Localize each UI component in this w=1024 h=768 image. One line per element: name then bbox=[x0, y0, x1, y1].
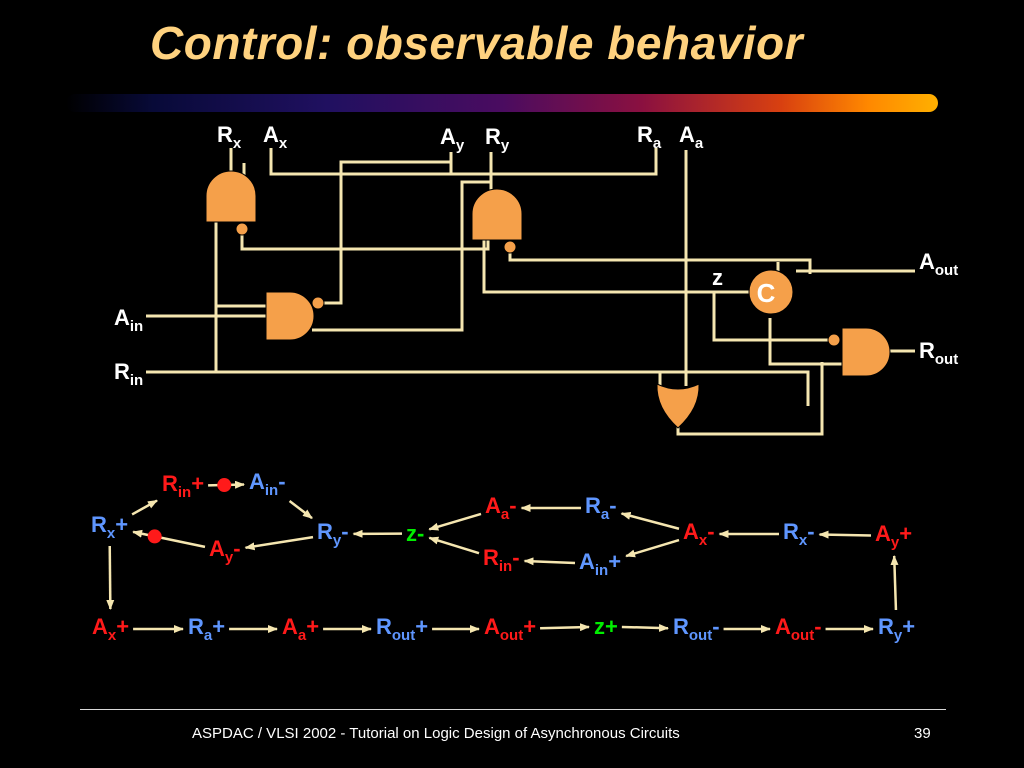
stg-arc-ay-minus-to-rx-plus bbox=[132, 529, 206, 549]
stg-arc-rx-plus-to-ax-plus bbox=[106, 545, 115, 610]
stg-token bbox=[147, 529, 162, 544]
and-gate-4 bbox=[841, 327, 891, 377]
and-gate-1 bbox=[205, 170, 257, 223]
stg-node-ra-plus: Ra+ bbox=[188, 614, 225, 644]
signal-ain-label: Ain bbox=[114, 305, 143, 335]
signal-ax-label: Ax bbox=[263, 122, 288, 152]
stg-token bbox=[217, 478, 232, 493]
and-gate-3 bbox=[265, 291, 315, 341]
svg-text:Rx: Rx bbox=[217, 122, 242, 152]
svg-text:Aout: Aout bbox=[919, 249, 958, 279]
stg-arc-aout-plus-to-z-plus bbox=[540, 623, 590, 632]
signal-ry-label: Ry bbox=[485, 124, 510, 154]
svg-text:Ax: Ax bbox=[263, 122, 288, 152]
signal-ra-label: Ra bbox=[637, 122, 662, 152]
c-element-label: C bbox=[757, 278, 776, 308]
svg-text:Aa: Aa bbox=[679, 122, 704, 152]
stg-node-aout-plus: Aout+ bbox=[484, 614, 536, 644]
stg-arc-rin-minus-to-z-minus bbox=[428, 536, 480, 555]
stg-arc-ax-minus-to-ain-plus bbox=[625, 538, 680, 558]
stg-node-rin-plus: Rin+ bbox=[162, 471, 204, 501]
stg-node-ay-plus: Ay+ bbox=[875, 521, 912, 551]
footer-text: ASPDAC / VLSI 2002 - Tutorial on Logic D… bbox=[192, 725, 680, 742]
or-gate bbox=[656, 383, 700, 429]
wire-and3-in-bottom bbox=[312, 180, 491, 332]
wire-z bbox=[712, 292, 833, 342]
stg-node-z-plus: z+ bbox=[594, 614, 618, 639]
stg-node-ain-minus: Ain- bbox=[249, 469, 286, 499]
footer-divider bbox=[80, 709, 946, 710]
stg-node-rx-plus: Rx+ bbox=[91, 512, 128, 542]
svg-text:Rout: Rout bbox=[919, 338, 958, 368]
signal-rout-label: Rout bbox=[919, 338, 958, 368]
svg-text:Ra: Ra bbox=[637, 122, 662, 152]
stg-arc-aa-minus-to-z-minus bbox=[428, 512, 482, 531]
stg-node-ry-minus: Ry- bbox=[317, 519, 349, 549]
wire-ax-ay-ra-bus bbox=[269, 148, 658, 176]
stg-arc-ain-plus-to-rin-minus bbox=[523, 557, 576, 566]
slide-title: Control: observable behavior bbox=[150, 17, 804, 69]
stg-node-z-minus: z- bbox=[406, 521, 424, 546]
stg-arc-ay-plus-to-rx-minus bbox=[818, 530, 872, 539]
stg-node-aa-plus: Aa+ bbox=[282, 614, 319, 644]
stg-node-rout-plus: Rout+ bbox=[376, 614, 428, 644]
stg-arc-ax-minus-to-ra-minus bbox=[620, 511, 680, 530]
z-label: z bbox=[712, 265, 723, 290]
svg-text:Ay: Ay bbox=[440, 124, 465, 154]
stg-node-rx-minus: Rx- bbox=[783, 519, 815, 549]
stg-node-aa-minus: Aa- bbox=[485, 493, 517, 523]
svg-text:Ain: Ain bbox=[114, 305, 143, 335]
stg-nodes: Rin+ Ain- Rx+ Ay- Ry-z- Aa- Ra- Rin- Ain+ Ax- Rx- A… bbox=[91, 469, 915, 644]
wire-and1-in2 bbox=[240, 230, 490, 251]
stg-node-ay-minus: Ay- bbox=[209, 536, 241, 566]
wire-and2-bubble-out bbox=[508, 247, 812, 274]
title-gradient-bar bbox=[66, 94, 938, 112]
page-number: 39 bbox=[914, 725, 931, 742]
and-gate-2-bubble bbox=[503, 240, 517, 254]
stg-arc-ry-plus-to-ay-plus bbox=[890, 555, 899, 611]
and-gate-3-bubble bbox=[311, 296, 325, 310]
svg-text:Ry: Ry bbox=[485, 124, 510, 154]
stg-node-ain-plus: Ain+ bbox=[579, 549, 621, 579]
stg-arc-rx-plus-to-rin-plus bbox=[131, 499, 158, 516]
svg-text:Rin: Rin bbox=[114, 359, 143, 389]
signal-aa-label: Aa bbox=[679, 122, 704, 152]
signal-rin-label: Rin bbox=[114, 359, 143, 389]
wire-and2-out bbox=[482, 240, 750, 294]
stg-node-aout-minus: Aout- bbox=[775, 614, 822, 644]
stg-arc-ain-minus-to-ry-minus bbox=[288, 500, 313, 520]
stg-node-ax-minus: Ax- bbox=[683, 519, 715, 549]
stg-node-ax-plus: Ax+ bbox=[92, 614, 129, 644]
wire-c-to-and4 bbox=[768, 318, 842, 366]
wire-rin bbox=[146, 370, 810, 406]
c-element bbox=[748, 269, 794, 315]
stg-arc-ry-minus-to-ay-minus bbox=[244, 535, 314, 551]
wire-and3-bubble bbox=[322, 160, 451, 305]
and-gate-4-bubble bbox=[827, 333, 841, 347]
signal-aout-label: Aout bbox=[919, 249, 958, 279]
stg-node-rin-minus: Rin- bbox=[483, 545, 520, 575]
signal-ay-label: Ay bbox=[440, 124, 465, 154]
signal-rx-label: Rx bbox=[217, 122, 242, 152]
stg-node-rout-minus: Rout- bbox=[673, 614, 720, 644]
stg-node-ra-minus: Ra- bbox=[585, 493, 617, 523]
and-gate-2 bbox=[471, 188, 523, 241]
stg-node-ry-plus: Ry+ bbox=[878, 614, 915, 644]
and-gate-1-bubble bbox=[235, 222, 249, 236]
stg-arc-z-plus-to-rout-minus bbox=[621, 623, 669, 632]
circuit-wires bbox=[146, 148, 915, 436]
stg-arcs bbox=[106, 478, 899, 633]
logic-gates bbox=[205, 170, 891, 429]
